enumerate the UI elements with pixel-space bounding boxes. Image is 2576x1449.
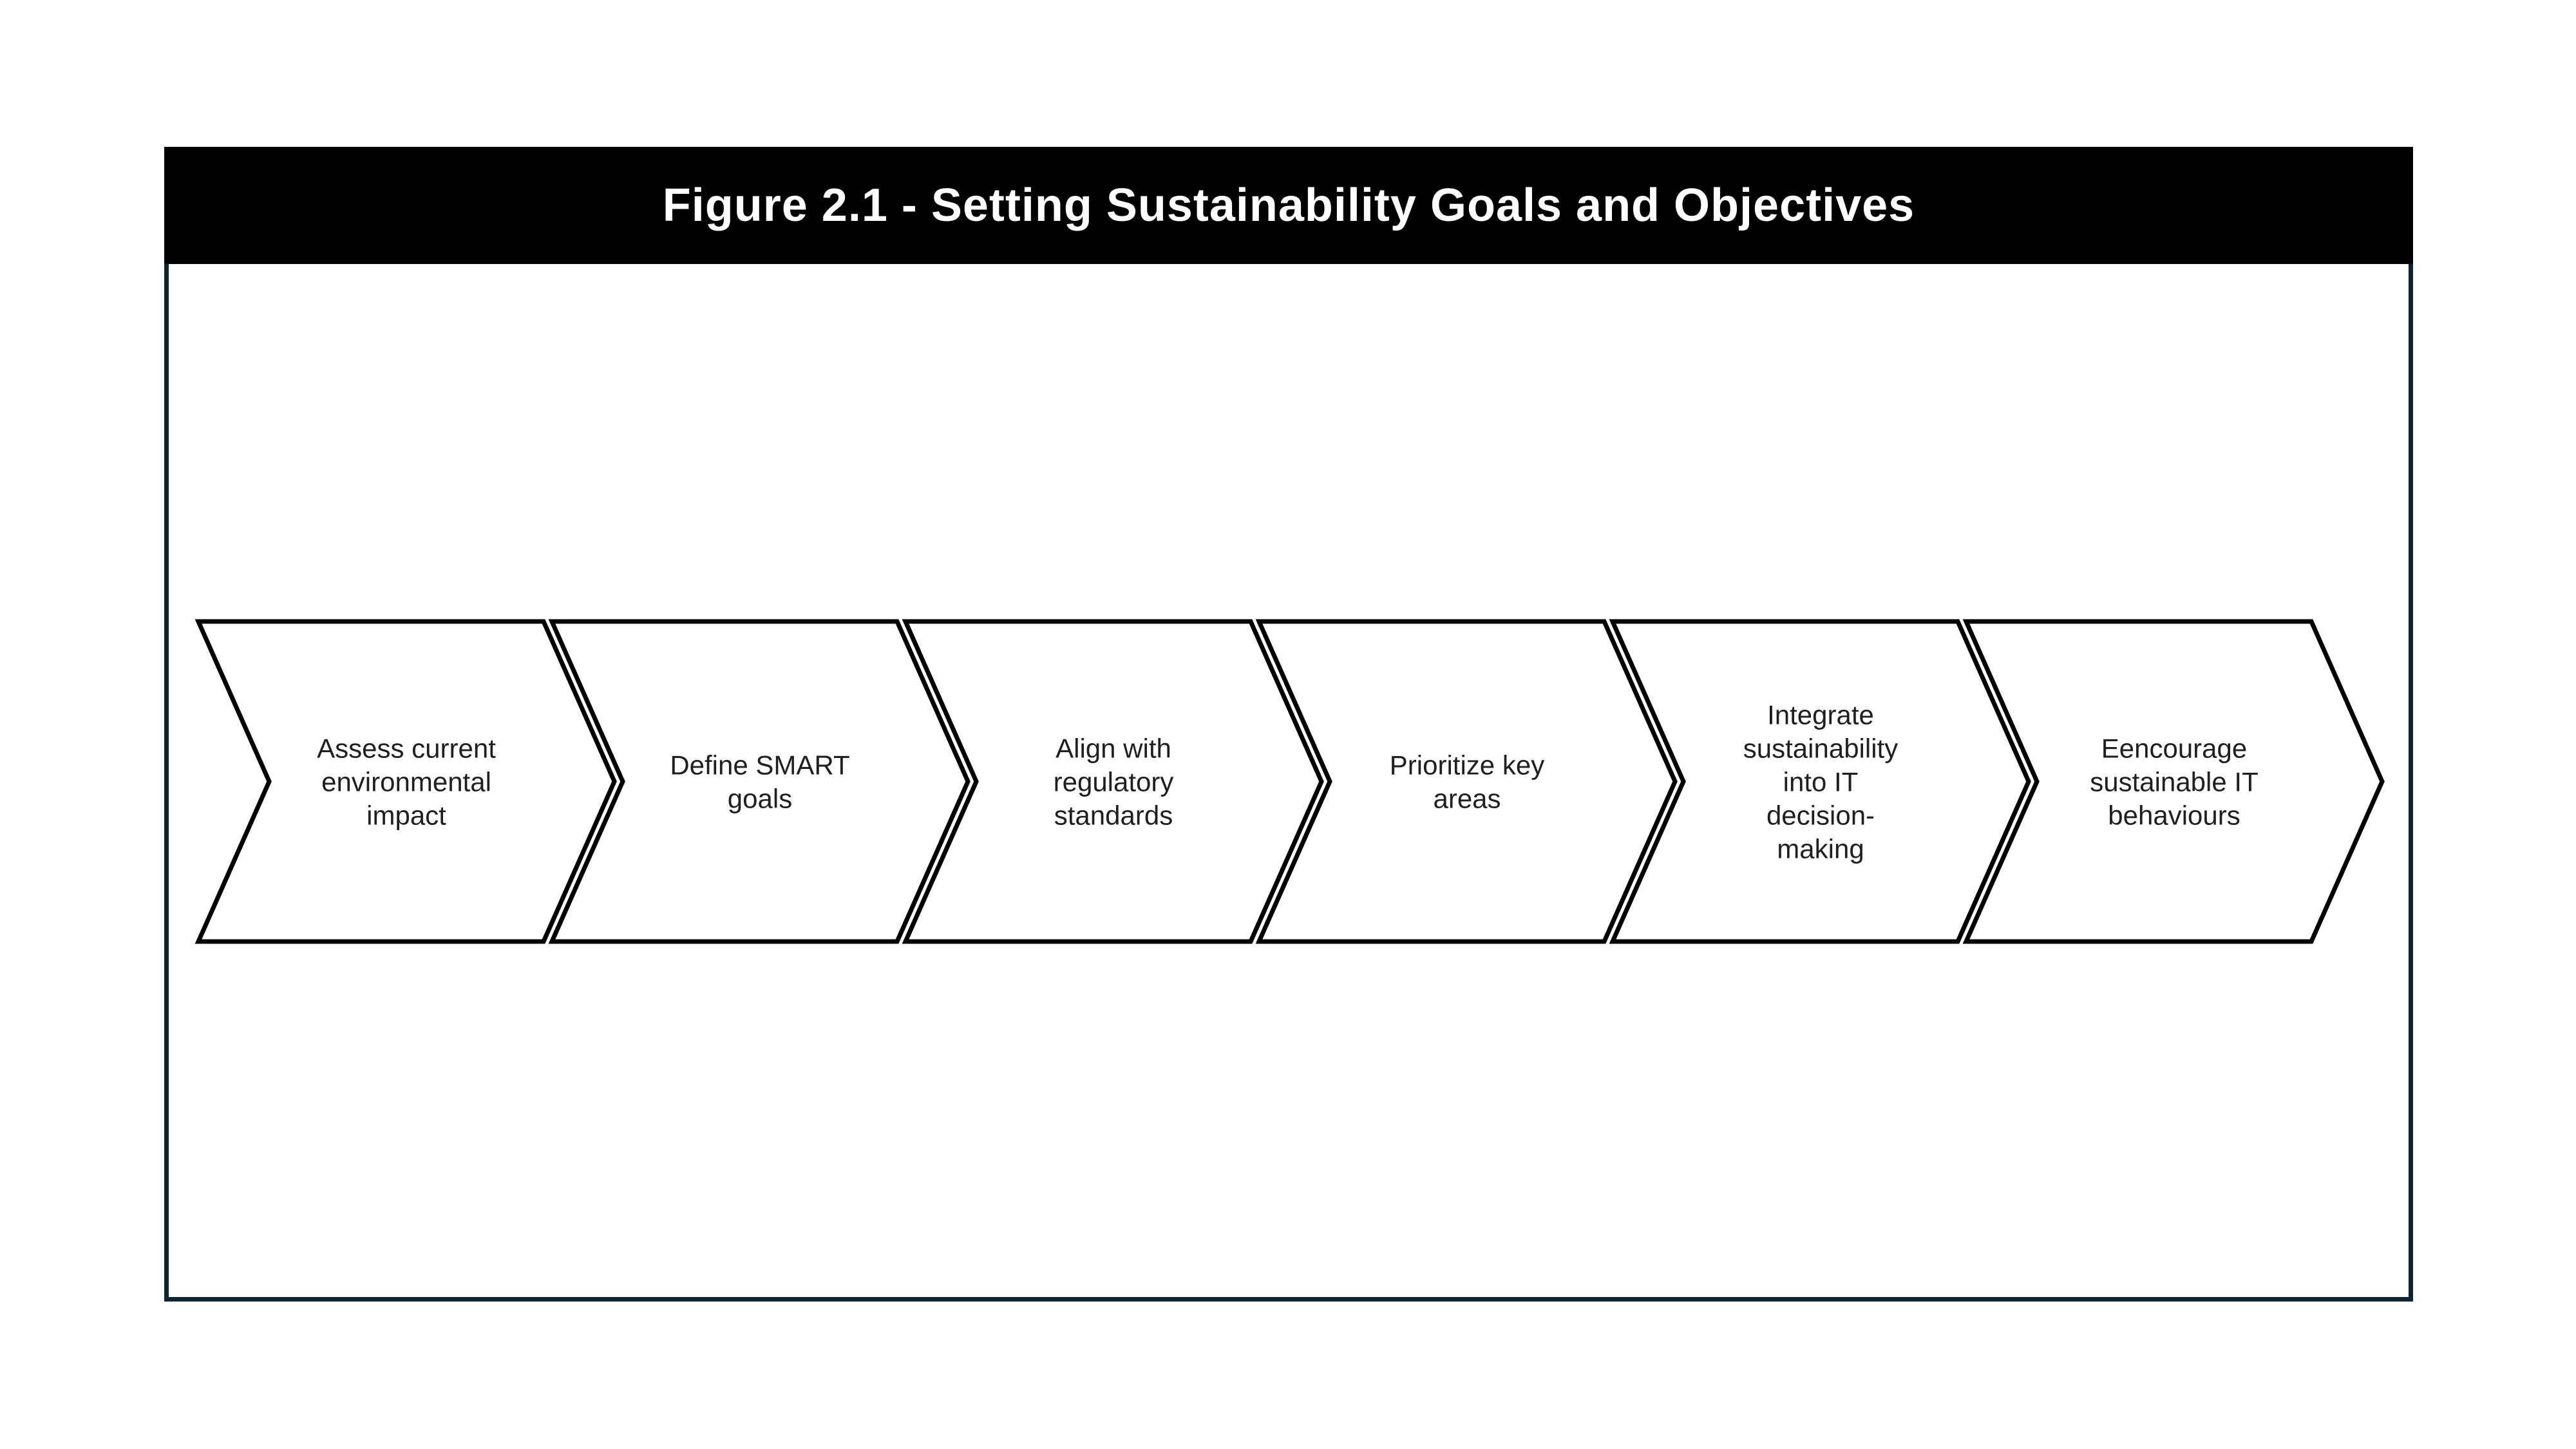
figure-title: Figure 2.1 - Setting Sustainability Goal… [662,180,1915,231]
chevron-step-shape [1609,619,2031,944]
chevron-step-shape [194,619,617,944]
chevron-step-shape [902,619,1324,944]
chevron-step-shape [1962,619,2385,944]
chevron-step-shape [548,619,971,944]
chevron-step-shape [1255,619,1678,944]
figure-title-bar: Figure 2.1 - Setting Sustainability Goal… [164,147,2413,264]
